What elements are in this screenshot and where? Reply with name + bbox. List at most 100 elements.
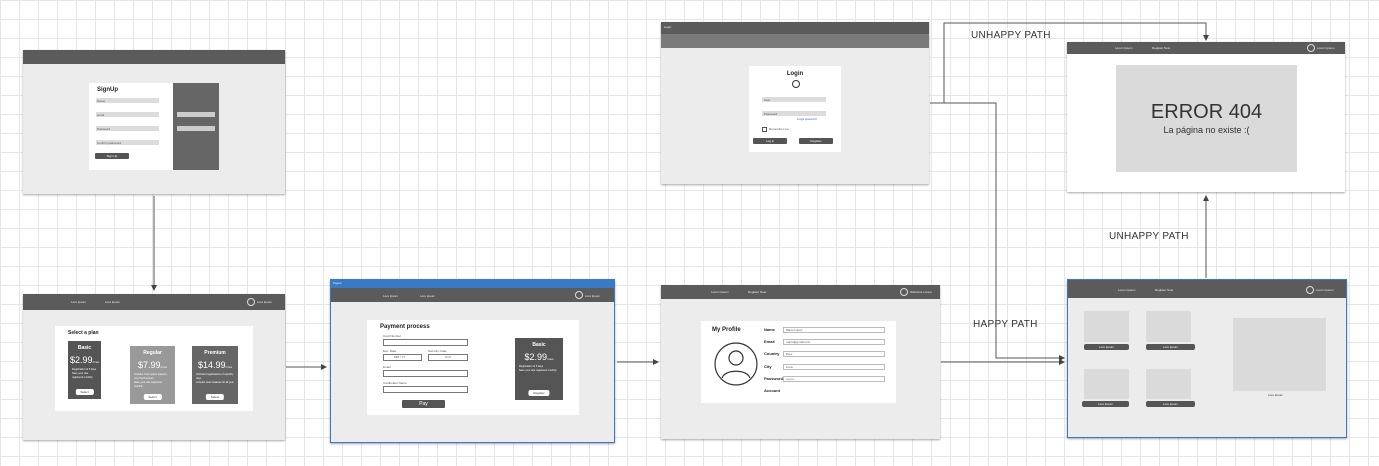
home-pill-3[interactable]: Lore Ipsum <box>1082 401 1129 407</box>
email-input[interactable] <box>383 370 468 377</box>
plans-nav-1[interactable]: Lore Ipsum <box>71 300 87 304</box>
error-title: ERROR 404 <box>1150 101 1263 123</box>
plan-premium-feature-2: Includes more features for all year <box>196 381 234 384</box>
error-navbar: Lorem Ipsum Register Now Lorem Ipsum <box>1067 42 1345 54</box>
card-number-input[interactable] <box>383 339 468 346</box>
error-nav-1[interactable]: Lorem Ipsum <box>1115 46 1133 50</box>
cardholder-input[interactable] <box>383 386 468 393</box>
login-remember-label: Remember me <box>769 127 789 131</box>
profile-city-value: Lima <box>786 365 793 369</box>
security-code-input[interactable]: CVV <box>428 354 468 361</box>
happy-path-label: HAPPY PATH <box>973 319 1038 330</box>
login-navbar <box>661 34 929 48</box>
profile-card: My Profile Name Mario Lopez Email mario@… <box>701 321 896 403</box>
home-nav-2[interactable]: Register Now <box>1155 288 1174 292</box>
profile-user-icon[interactable] <box>900 288 908 296</box>
plan-basic-select-button[interactable]: Select <box>75 389 94 395</box>
payment-register-button[interactable]: Register <box>528 390 550 396</box>
plan-premium-price-value: $14.99 <box>197 360 226 370</box>
signup-email-field[interactable]: email <box>96 112 159 117</box>
profile-country-field[interactable]: Peru <box>783 351 885 357</box>
exp-date-label: Exp. Date <box>383 349 397 353</box>
signup-email-placeholder: email <box>97 113 105 117</box>
home-thumb-3[interactable] <box>1084 369 1129 399</box>
login-remember-checkbox[interactable] <box>762 127 767 132</box>
plans-navbar: Lore Ipsum Lore Ipsum Lore Ipsum <box>23 294 285 310</box>
profile-password-label: Password <box>764 376 783 381</box>
profile-name-label: Name <box>764 327 775 332</box>
plans-card: Select a plan Basic $2.99/mes Registrati… <box>55 326 253 411</box>
home-user-icon[interactable] <box>1306 286 1314 294</box>
home-user-name: Lorem Ipsum <box>1316 288 1334 292</box>
login-button[interactable]: Log in <box>753 138 787 144</box>
payment-window-bar: Pages <box>331 280 614 288</box>
home-thumb-1[interactable] <box>1084 311 1129 342</box>
plan-basic-price: $2.99/mes <box>68 355 101 365</box>
home-thumb-2[interactable] <box>1146 311 1191 342</box>
profile-nav-2[interactable]: Register Now <box>748 290 767 294</box>
signup-confirm-field[interactable]: Confirm password <box>96 140 159 145</box>
payment-user-name: Lore Ipsum <box>585 294 601 298</box>
login-user-icon <box>792 80 800 88</box>
plan-regular-select-button[interactable]: Select <box>143 394 162 400</box>
profile-country-label: Country <box>764 351 780 356</box>
home-pill-2[interactable]: Lore Ipsum <box>1146 344 1195 350</box>
signup-side-panel <box>173 83 219 170</box>
signup-name-placeholder: Name <box>97 99 106 103</box>
plan-basic-feature-1: Registration of 5 days <box>72 368 97 371</box>
home-pill-1[interactable]: Lore Ipsum <box>1084 344 1129 350</box>
register-button[interactable]: Register <box>799 138 833 144</box>
profile-email-field[interactable]: mario@gmail.com <box>783 339 885 345</box>
plan-regular-price: $7.99/mes <box>130 360 175 370</box>
signup-name-field[interactable]: Name <box>96 98 159 103</box>
home-thumb-4[interactable] <box>1146 369 1191 399</box>
profile-city-field[interactable]: Lima <box>783 364 885 370</box>
signup-password-field[interactable]: Password <box>96 126 159 131</box>
login-password-field[interactable]: Password <box>762 111 826 116</box>
plan-premium-select-button[interactable]: Select <box>205 394 225 400</box>
signup-button[interactable]: Sign Up <box>95 153 129 159</box>
profile-city-label: City <box>764 364 772 369</box>
email-label: Email <box>383 365 391 369</box>
plan-regular-price-value: $7.99 <box>137 360 161 370</box>
login-card: Login User Password Forgot password? Rem… <box>749 66 841 152</box>
error-subtitle: La página no existe :( <box>1163 125 1250 135</box>
login-forgot-link[interactable]: Forgot password? <box>797 118 818 121</box>
unhappy-path-label-mid: UNHAPPY PATH <box>1109 231 1189 242</box>
home-nav-1[interactable]: Lorem Ipsum <box>1118 288 1136 292</box>
error-content-box: ERROR 404 La página no existe :( <box>1116 65 1297 172</box>
plan-regular-card[interactable]: Regular $7.99/mes Includes more space fe… <box>130 346 175 404</box>
plans-nav-2[interactable]: Lore Ipsum <box>105 300 121 304</box>
plans-user-icon[interactable] <box>247 298 255 306</box>
profile-frame: Lorem Ipsum Register Now Welcome Lorem M… <box>661 285 940 439</box>
error-nav-2[interactable]: Register Now <box>1152 46 1171 50</box>
payment-title: Payment process <box>380 324 430 330</box>
error-user-icon[interactable] <box>1307 44 1315 52</box>
profile-name-value: Mario Lopez <box>786 328 803 332</box>
payment-plan-feature-1: Registration of 5 days <box>519 365 544 368</box>
signup-topbar <box>23 50 285 64</box>
arrow-login-happy <box>930 102 1065 361</box>
profile-password-field[interactable]: •••••••• <box>783 376 885 382</box>
home-feature-image[interactable] <box>1233 318 1326 391</box>
home-pill-4[interactable]: Lore Ipsum <box>1146 401 1195 407</box>
plan-regular-feature-1: Includes more space features only the Pr… <box>134 373 167 380</box>
profile-name-field[interactable]: Mario Lopez <box>783 327 885 333</box>
plan-basic-per: /mes <box>92 360 100 364</box>
login-user-field[interactable]: User <box>762 97 826 102</box>
exp-date-input[interactable]: MM / YY <box>383 354 422 361</box>
plan-premium-name: Premium <box>204 350 226 356</box>
payment-user-icon[interactable] <box>575 291 583 299</box>
login-window-title: Login <box>664 25 672 29</box>
plan-basic-price-value: $2.99 <box>69 355 93 365</box>
payment-nav-2[interactable]: Lore Ipsum <box>420 294 436 298</box>
profile-nav-1[interactable]: Lorem Ipsum <box>711 290 729 294</box>
profile-email-value: mario@gmail.com <box>786 340 811 344</box>
pay-button[interactable]: Pay <box>402 400 445 408</box>
plan-premium-card[interactable]: Premium $14.99/mes Unlimited registratio… <box>192 346 238 404</box>
signup-frame: SignUp Name email Password Confirm passw… <box>23 50 285 194</box>
payment-nav-1[interactable]: Lore Ipsum <box>383 294 399 298</box>
